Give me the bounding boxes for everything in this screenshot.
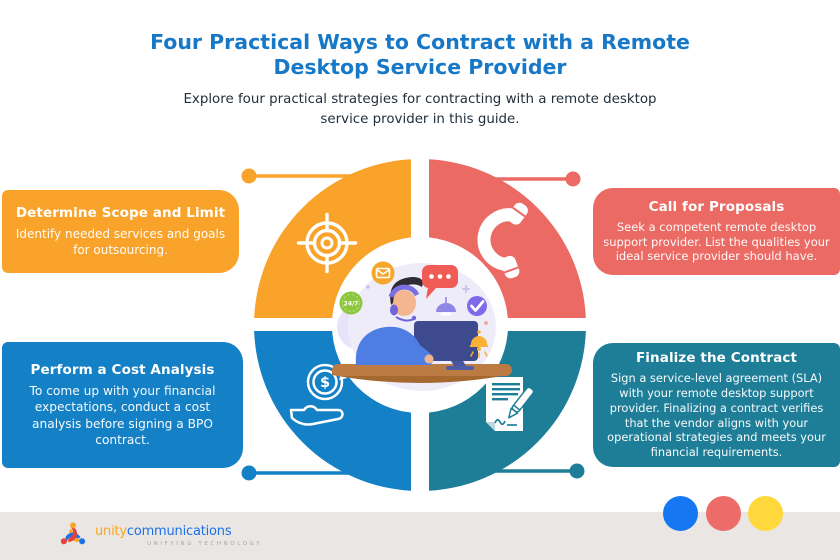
page-subtitle: Explore four practical strategies for co…: [183, 92, 657, 128]
footer-dot-blue: [663, 496, 698, 531]
quadrant-proposals: [420, 159, 586, 325]
brand-unity: unity: [95, 523, 127, 539]
unity-logo-icon: [60, 522, 86, 545]
lamp-icon: [436, 297, 456, 316]
card-title: Finalize the Contract: [635, 350, 798, 367]
badge-247: 24/7: [339, 291, 363, 315]
email-badge: [371, 261, 395, 285]
card-title: Call for Proposals: [648, 198, 785, 215]
card-call-for-proposals: Call for Proposals Seek a competent remo…: [593, 188, 840, 275]
footer-dot-red: [706, 496, 741, 531]
phone-icon: [477, 202, 528, 279]
quadrant-cost: [254, 325, 420, 491]
card-title: Determine Scope and Limit: [15, 204, 226, 221]
monitor-stand: [450, 359, 467, 368]
badge-247-label: 24/7: [344, 300, 359, 307]
contract-pen-icon: [486, 377, 535, 431]
card-determine-scope: Determine Scope and Limit Identify neede…: [2, 190, 239, 273]
check-badge: [467, 296, 487, 316]
dollar-sign: $: [320, 375, 330, 391]
card-finalize-contract: Finalize the Contract Sign a service-lev…: [593, 343, 840, 467]
card-body: Identify needed services and goals for o…: [15, 226, 226, 257]
chat-bubble-icon: [422, 265, 458, 299]
unity-communications-logo: unitycommunications UNIFYING TECHNOLOGY: [58, 520, 262, 552]
card-body: Sign a service-level agreement (SLA) wit…: [607, 371, 826, 460]
card-title: Perform a Cost Analysis: [30, 361, 215, 378]
desk: [332, 364, 512, 376]
page-title: Four Practical Ways to Contract with a R…: [150, 30, 690, 79]
headset-band: [388, 284, 420, 298]
logo-tagline: UNIFYING TECHNOLOGY: [147, 541, 263, 548]
header: Four Practical Ways to Contract with a R…: [0, 30, 840, 130]
quadrant-scope: [254, 159, 420, 325]
headset-cup: [390, 304, 398, 316]
card-body: To come up with your financial expectati…: [29, 383, 216, 447]
target-icon: [296, 212, 358, 274]
logo-text: unitycommunications UNIFYING TECHNOLOGY: [95, 523, 263, 548]
card-body: Seek a competent remote desktop support …: [603, 219, 830, 264]
brand-communications: communications: [126, 523, 232, 539]
footer-dot-yellow: [748, 496, 783, 531]
agent-figure: [355, 277, 434, 365]
card-cost-analysis: Perform a Cost Analysis To come up with …: [2, 342, 243, 468]
monitor: [414, 321, 478, 361]
footer-bar: [0, 512, 840, 560]
bell-icon: [469, 330, 489, 358]
support-agent-illustration: 24/7: [332, 261, 512, 391]
